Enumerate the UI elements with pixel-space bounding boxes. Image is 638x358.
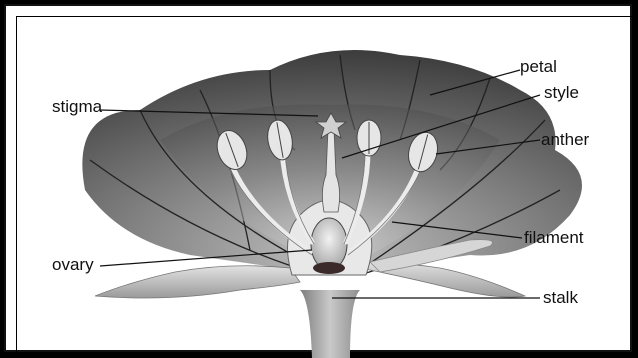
ovary-base bbox=[313, 262, 345, 274]
label-style: style bbox=[544, 84, 579, 101]
label-petal: petal bbox=[520, 58, 557, 75]
label-anther: anther bbox=[541, 131, 589, 148]
label-stigma: stigma bbox=[52, 98, 102, 115]
label-stalk: stalk bbox=[543, 289, 578, 306]
sepal-left-shape bbox=[95, 266, 300, 298]
label-ovary: ovary bbox=[52, 256, 94, 273]
label-filament: filament bbox=[524, 229, 584, 246]
stalk-shape bbox=[300, 290, 360, 358]
